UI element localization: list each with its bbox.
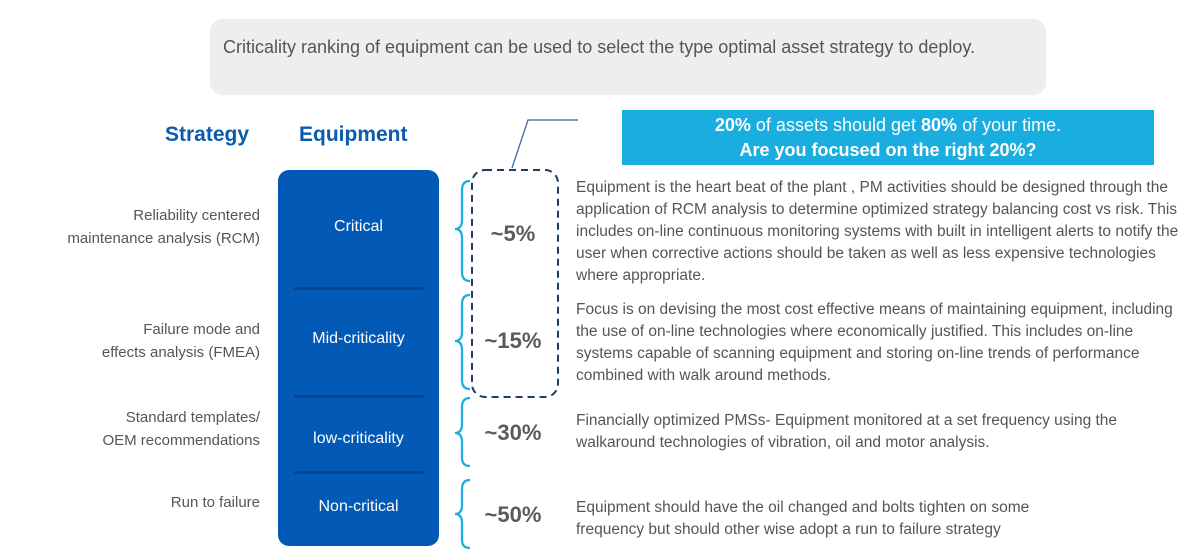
banner-text-a: of assets should get <box>750 115 922 135</box>
percent-non-critical: ~50% <box>484 502 542 527</box>
description-low-criticality: Financially optimized PMSs- Equipment mo… <box>576 412 1118 451</box>
connector-line <box>511 119 578 169</box>
equipment-label-low-criticality: low-criticality <box>313 430 404 447</box>
brace-icon-critical <box>454 179 471 283</box>
equipment-label-mid-criticality: Mid-criticality <box>312 330 405 347</box>
banner-line-1: 20% of assets should get 80% of your tim… <box>622 113 1154 138</box>
equipment-criticality-column: Critical Mid-criticality low-criticality… <box>278 170 439 546</box>
banner-bold-20: 20% <box>714 115 751 135</box>
percent-mid-criticality: ~15% <box>484 328 542 353</box>
equipment-label-non-critical: Non-critical <box>318 498 399 515</box>
banner-line-2: Are you focused on the right 20%? <box>739 140 1037 160</box>
equipment-label-critical: Critical <box>334 218 383 235</box>
banner-bold-80: 80% <box>921 115 958 135</box>
strategy-label-rcm: Reliability centered maintenance analysi… <box>67 207 260 247</box>
strategy-label-standard-templates: Standard templates/ OEM recommendations <box>102 409 260 449</box>
percent-critical: ~5% <box>490 221 536 246</box>
percent-low-criticality: ~30% <box>484 420 542 445</box>
dashed-highlight-box <box>471 169 559 398</box>
brace-icon-low-criticality <box>454 396 471 468</box>
tier-divider <box>294 395 424 398</box>
brace-icon-non-critical <box>454 478 471 550</box>
strategy-label-run-to-failure: Run to failure <box>170 494 260 511</box>
tier-divider <box>294 471 424 474</box>
tier-divider <box>294 287 424 290</box>
pareto-banner: 20% of assets should get 80% of your tim… <box>622 110 1154 165</box>
banner-text-b: of your time. <box>957 115 1062 135</box>
equipment-column-header: Equipment <box>299 123 408 146</box>
brace-icon-mid-criticality <box>454 293 471 391</box>
strategy-label-fmea: Failure mode and effects analysis (FMEA) <box>101 321 260 361</box>
strategy-column-header: Strategy <box>165 123 250 146</box>
intro-text: Criticality ranking of equipment can be … <box>223 37 976 57</box>
description-critical: Equipment is the heart beat of the plant… <box>576 179 1179 284</box>
description-non-critical: Equipment should have the oil changed an… <box>576 499 1030 538</box>
intro-callout: Criticality ranking of equipment can be … <box>210 19 1046 95</box>
description-mid-criticality: Focus is on devising the most cost effec… <box>576 301 1173 384</box>
